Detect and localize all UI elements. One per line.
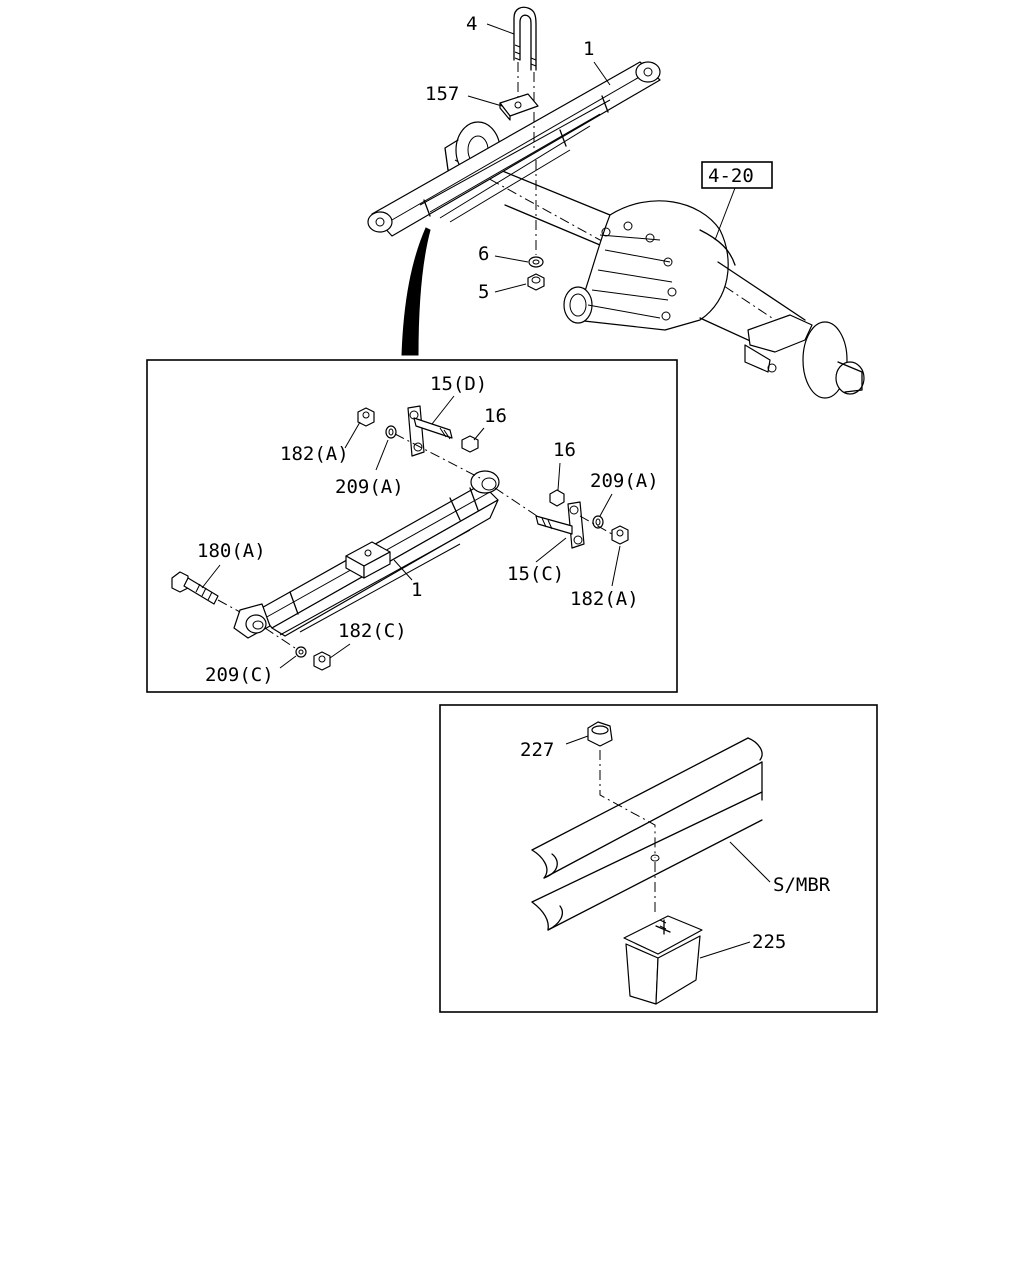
- bumper-detail: [531, 721, 763, 1005]
- detail-callouts: 15(D) 16 182(A) 209(A) 16 209(A) 180(A) …: [197, 373, 659, 686]
- callout-209c: 209(C): [205, 664, 274, 686]
- washer-6: [528, 256, 544, 268]
- callout-6: 6: [478, 243, 489, 265]
- washer-209c: [295, 646, 307, 658]
- callout-180a: 180(A): [197, 540, 266, 562]
- rear-axle-assembly: [444, 121, 865, 399]
- callout-182a-right: 182(A): [570, 588, 639, 610]
- leaf-spring-top: [367, 61, 661, 237]
- bumper-detail-frame: [439, 704, 878, 1013]
- spring-detail: [171, 405, 629, 671]
- callout-15c: 15(C): [507, 563, 564, 585]
- nut-182a-upper: [357, 407, 375, 427]
- nut-182a-right: [611, 525, 629, 545]
- spring-detail-frame: [146, 359, 678, 693]
- callout-1-detail: 1: [411, 579, 422, 601]
- callout-182a-upper: 182(A): [280, 443, 349, 465]
- shackle-15d: [407, 405, 453, 457]
- shackle-15c: [535, 501, 585, 549]
- washer-209a-right: [592, 515, 604, 529]
- right-spring-seat: [744, 314, 813, 373]
- nut-227: [587, 721, 613, 747]
- callout-15d: 15(D): [430, 373, 487, 395]
- frame-side-member: [531, 737, 763, 931]
- leaf-spring-detail: [233, 470, 500, 639]
- callout-4: 4: [466, 13, 477, 35]
- bumper-225: [623, 915, 703, 1005]
- callout-182c: 182(C): [338, 620, 407, 642]
- nut-16-lower: [549, 489, 565, 507]
- clamp-plate: [499, 93, 539, 121]
- detail-pointer-arrow: [401, 227, 431, 356]
- top-callouts: 4 1 157 4-20 6 5: [425, 13, 773, 303]
- washer-209a-upper: [385, 425, 397, 439]
- callout-16-lower: 16: [553, 439, 576, 461]
- callout-s-mbr: S/MBR: [773, 874, 831, 896]
- callout-4-20: 4-20: [708, 165, 754, 187]
- callout-4-20-box: [701, 161, 773, 189]
- callout-5: 5: [478, 281, 489, 303]
- bolt-180a: [171, 571, 219, 605]
- callout-157: 157: [425, 83, 459, 105]
- right-wheel-hub: [802, 321, 865, 399]
- differential-carrier: [563, 200, 736, 331]
- callout-16-upper: 16: [484, 405, 507, 427]
- nut-5: [527, 273, 545, 291]
- bumper-callouts: 227 S/MBR 225: [520, 735, 831, 959]
- callout-209a-upper: 209(A): [335, 476, 404, 498]
- nut-182c: [313, 651, 331, 671]
- callout-225: 225: [752, 931, 786, 953]
- callout-227: 227: [520, 739, 554, 761]
- callout-209a-right: 209(A): [590, 470, 659, 492]
- callout-1: 1: [583, 38, 594, 60]
